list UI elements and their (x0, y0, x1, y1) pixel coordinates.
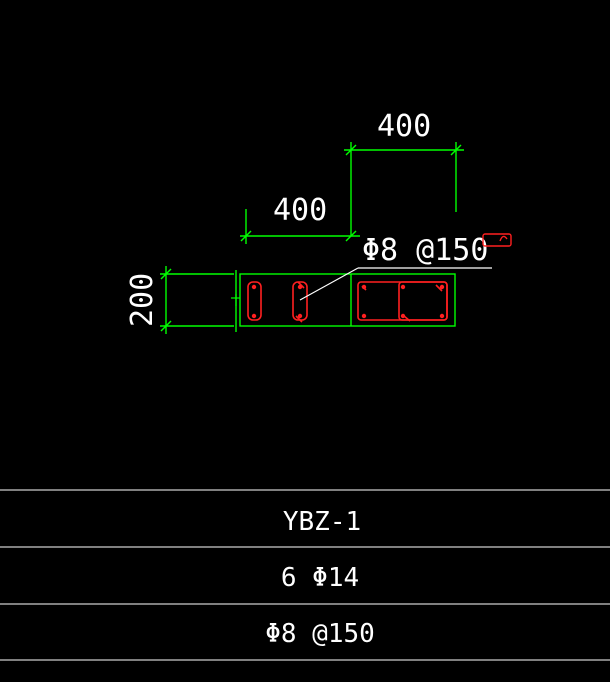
dimension-top-label: 400 (377, 109, 431, 144)
dimension-left (160, 266, 234, 334)
rebar-stirrups (247, 281, 448, 323)
dimension-middle-label: 400 (273, 193, 327, 228)
table-grid (0, 489, 610, 661)
table-row-stirrup: Φ8 @150 (265, 619, 375, 649)
rebar-bars (251, 284, 445, 319)
column-outline (235, 270, 456, 332)
hook-symbol-icon (482, 233, 512, 247)
table-row-name: YBZ-1 (283, 507, 361, 537)
dimension-middle (240, 209, 360, 244)
rebar-leader (299, 267, 492, 301)
rebar-callout-label: Φ8 @150 (362, 233, 488, 268)
table-row-main-rebar: 6 Φ14 (281, 563, 359, 593)
dimension-top (344, 142, 464, 236)
break-mark (231, 294, 240, 306)
dimension-left-label: 200 (125, 273, 160, 327)
